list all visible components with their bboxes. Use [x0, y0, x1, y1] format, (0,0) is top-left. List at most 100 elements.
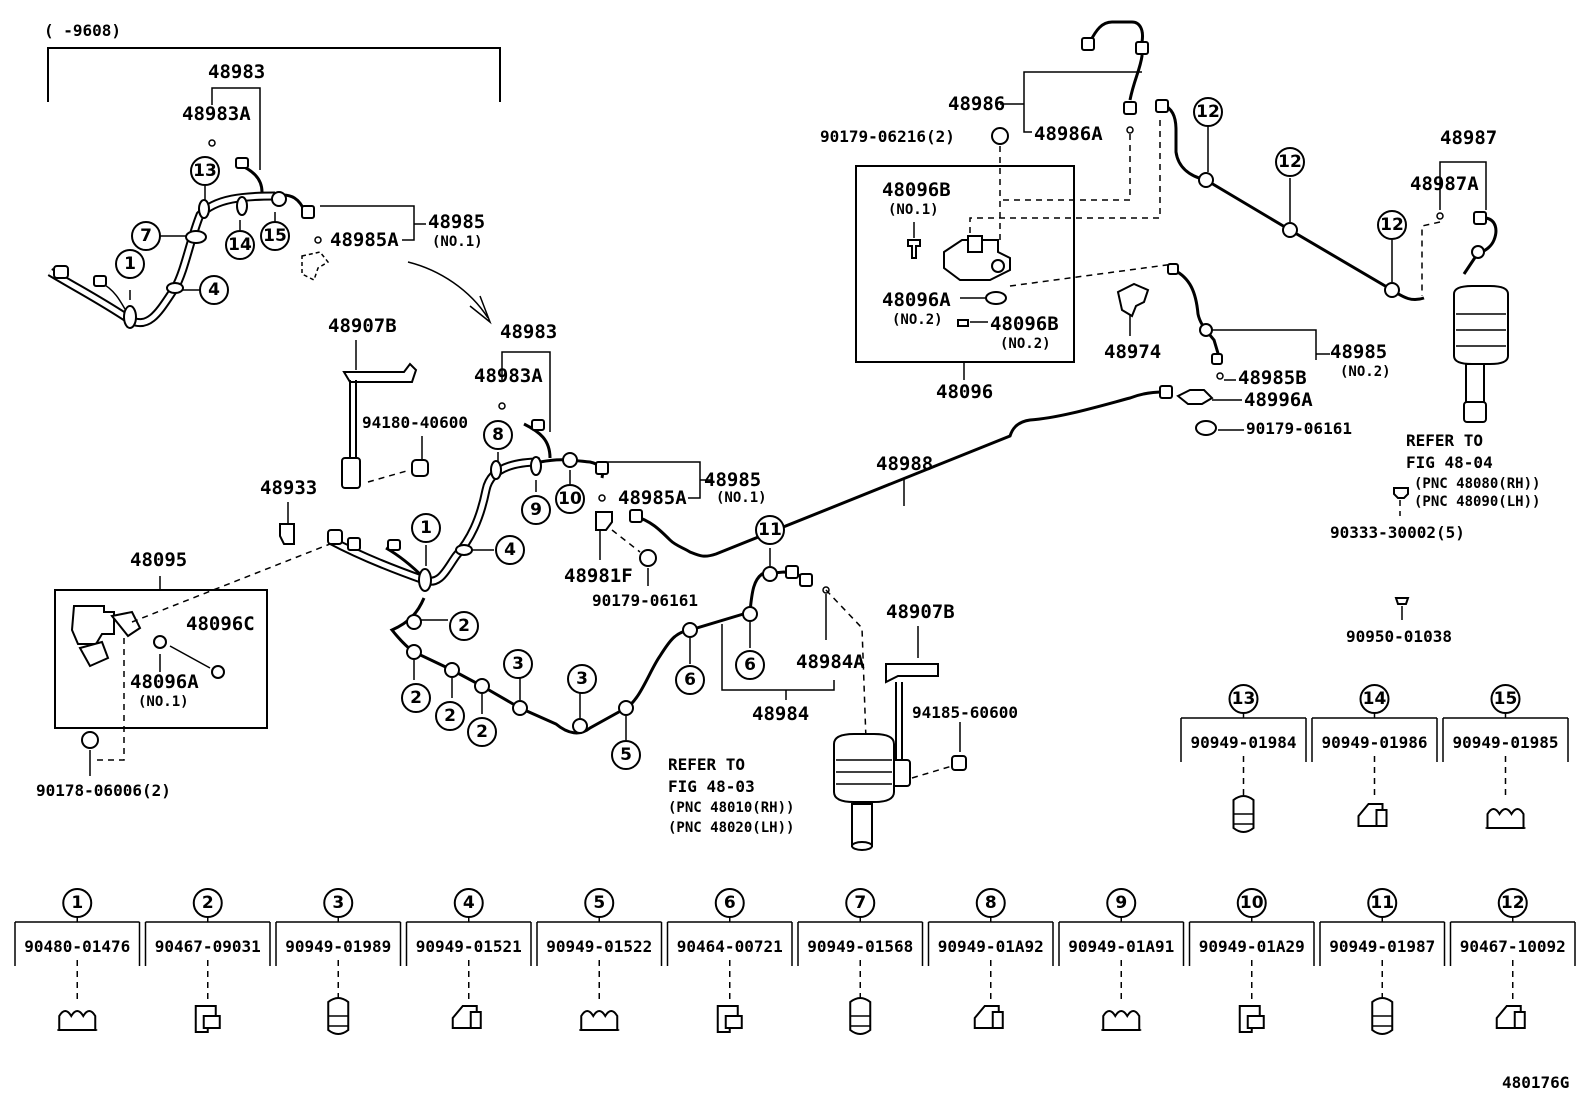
- svg-text:2: 2: [202, 893, 214, 913]
- label-48983A-main: 48983A: [474, 365, 543, 387]
- svg-text:6: 6: [744, 655, 756, 675]
- svg-text:12: 12: [1278, 152, 1302, 172]
- clamp-part-number: 90480-01476: [24, 937, 130, 956]
- clamp-part-number: 90949-01521: [416, 937, 522, 956]
- box-48095: 48095 48096C 48096A (NO.1) 90178-06006(2…: [36, 543, 331, 800]
- ref-front-line4: (PNC 48020(LH)): [668, 820, 794, 836]
- svg-text:6: 6: [684, 670, 696, 690]
- svg-text:13: 13: [193, 161, 217, 181]
- svg-text:5: 5: [593, 893, 605, 913]
- callout-15-inset: 15: [260, 221, 290, 251]
- callout-2-c: 2: [435, 701, 465, 731]
- svg-text:6: 6: [724, 893, 736, 913]
- label-48096C: 48096C: [186, 613, 255, 635]
- label-48985-no1-main: (NO.1): [716, 490, 767, 506]
- svg-text:4: 4: [504, 540, 516, 560]
- label-48981F: 48981F: [564, 565, 633, 587]
- front-strut-group: 48907B 94185-60600 REFER TO FIG 48-03 (P…: [668, 601, 1018, 851]
- callout-12-c: 12: [1377, 210, 1407, 240]
- clamp-icon: [1371, 997, 1394, 1035]
- callout-5: 5: [611, 740, 641, 770]
- clamp-callout-7: 7: [845, 888, 876, 918]
- label-48985-no2: 48985: [1330, 341, 1387, 363]
- clamp-callout-2: 2: [192, 888, 223, 918]
- svg-text:12: 12: [1380, 215, 1404, 235]
- ref-rear-line3: (PNC 48080(RH)): [1414, 476, 1540, 492]
- clamp-part-number: 90949-01989: [285, 937, 391, 956]
- inset-pre-9608: ( -9608) 48983 48983A 48985 (NO.1) 48985…: [44, 21, 501, 329]
- label-48996A: 48996A: [1244, 389, 1313, 411]
- callout-2-b: 2: [401, 683, 431, 713]
- label-48985-inset: 48985: [428, 211, 485, 233]
- clamp-part-number: 90949-01A92: [938, 937, 1044, 956]
- clamp-part-number: 90949-01A29: [1199, 937, 1305, 956]
- callout-10: 10: [555, 484, 585, 514]
- label-48983-main: 48983: [500, 321, 557, 343]
- clamp-callout-13: 13: [1228, 684, 1259, 714]
- ref-front-line2: FIG 48-03: [668, 777, 755, 796]
- ref-front-line3: (PNC 48010(RH)): [668, 800, 794, 816]
- label-48096B-no1: 48096B: [882, 179, 951, 201]
- upper-right-group: 48986 48986A 90179-06216(2) 48096B (NO.1…: [820, 20, 1540, 646]
- callout-11-main: 11: [755, 515, 785, 545]
- label-48096: 48096: [936, 381, 993, 403]
- clamp-icon: [849, 997, 872, 1035]
- clamp-callout-1: 1: [62, 888, 93, 918]
- svg-text:4: 4: [208, 280, 220, 300]
- clamp-icon: [1495, 1005, 1526, 1029]
- clamp-part-number: 90949-01987: [1329, 937, 1435, 956]
- label-48095: 48095: [130, 549, 187, 571]
- callout-3-b: 3: [567, 664, 597, 694]
- svg-text:9: 9: [1115, 893, 1127, 913]
- svg-text:2: 2: [458, 616, 470, 636]
- label-48933: 48933: [260, 477, 317, 499]
- clamp-callout-4: 4: [453, 888, 484, 918]
- callout-7-inset: 7: [131, 221, 161, 251]
- svg-text:11: 11: [758, 520, 782, 540]
- clamp-icon: [1357, 803, 1388, 827]
- ref-rear-line4: (PNC 48090(LH)): [1414, 494, 1540, 510]
- label-48096A-no2-note: (NO.2): [892, 312, 943, 328]
- label-48983-inset: 48983: [208, 61, 265, 83]
- svg-text:12: 12: [1196, 102, 1220, 122]
- svg-text:13: 13: [1232, 689, 1256, 709]
- svg-text:2: 2: [444, 706, 456, 726]
- label-48985-no1-inset: (NO.1): [432, 234, 483, 250]
- clamp-5: 5 90949-01522: [536, 888, 663, 1031]
- clamp-callout-5: 5: [584, 888, 615, 918]
- label-48987A: 48987A: [1410, 173, 1479, 195]
- svg-text:7: 7: [854, 893, 866, 913]
- callout-4-inset: 4: [199, 275, 229, 305]
- svg-text:14: 14: [228, 235, 252, 255]
- label-90179-06216: 90179-06216(2): [820, 127, 955, 146]
- callout-4-main: 4: [495, 535, 525, 565]
- svg-text:8: 8: [985, 893, 997, 913]
- callout-3-a: 3: [503, 649, 533, 679]
- label-48983A-inset: 48983A: [182, 103, 251, 125]
- clamp-icon: [327, 997, 350, 1035]
- svg-text:3: 3: [332, 893, 344, 913]
- callout-6-b: 6: [735, 650, 765, 680]
- callout-8: 8: [483, 420, 513, 450]
- label-90178-06006: 90178-06006(2): [36, 781, 171, 800]
- clamp-4: 4 90949-01521: [405, 888, 532, 1029]
- clamp-callout-3: 3: [323, 888, 354, 918]
- clamp-part-number: 90949-01522: [546, 937, 652, 956]
- label-48985A-main: 48985A: [618, 487, 687, 509]
- ref-rear-line2: FIG 48-04: [1406, 453, 1493, 472]
- front-pipe-48984: 2 2 2 2 3 3 5 6 6 11 48984A 48984: [389, 515, 867, 770]
- ref-front-line1: REFER TO: [668, 755, 745, 774]
- clamp-3: 3 90949-01989: [275, 888, 402, 1035]
- label-48096B-no1-note: (NO.1): [888, 202, 939, 218]
- clamp-icon: [194, 1005, 221, 1033]
- clamp-part-number: 90467-10092: [1460, 937, 1566, 956]
